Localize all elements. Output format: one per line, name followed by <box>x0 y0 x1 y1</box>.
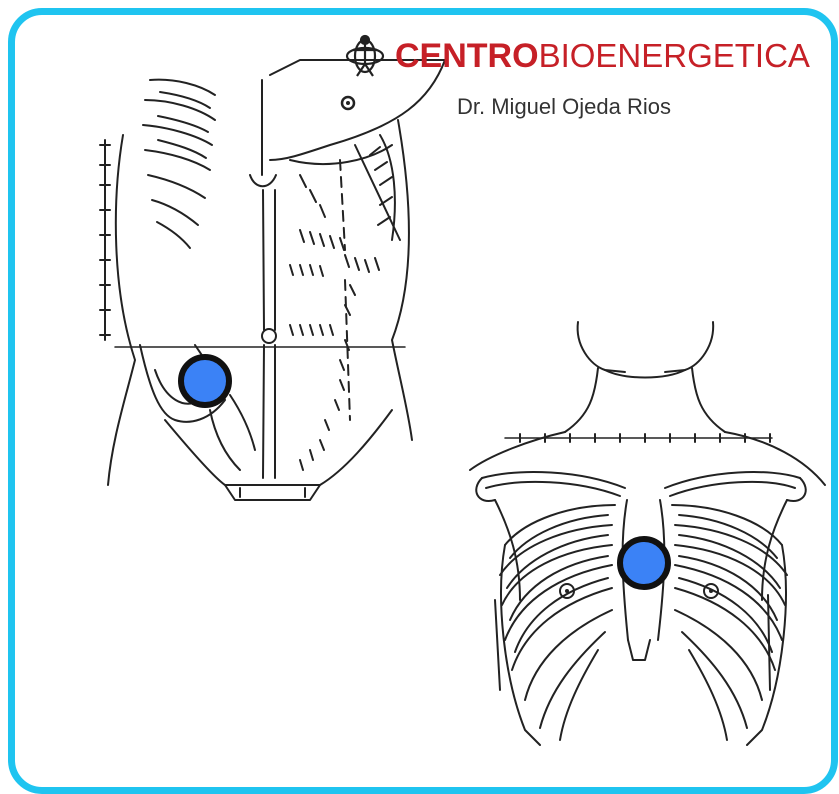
abdomen-point-marker[interactable] <box>181 357 229 405</box>
thorax-point-marker[interactable] <box>620 539 668 587</box>
thorax-figure <box>470 322 825 745</box>
human-figure-logo-icon <box>343 34 387 78</box>
abdomen-figure <box>100 60 445 500</box>
brand-name-light: BIOENERGETICA <box>539 37 810 75</box>
brand-name-bold: CENTRO <box>395 37 539 76</box>
doctor-name: Dr. Miguel Ojeda Rios <box>457 94 671 120</box>
